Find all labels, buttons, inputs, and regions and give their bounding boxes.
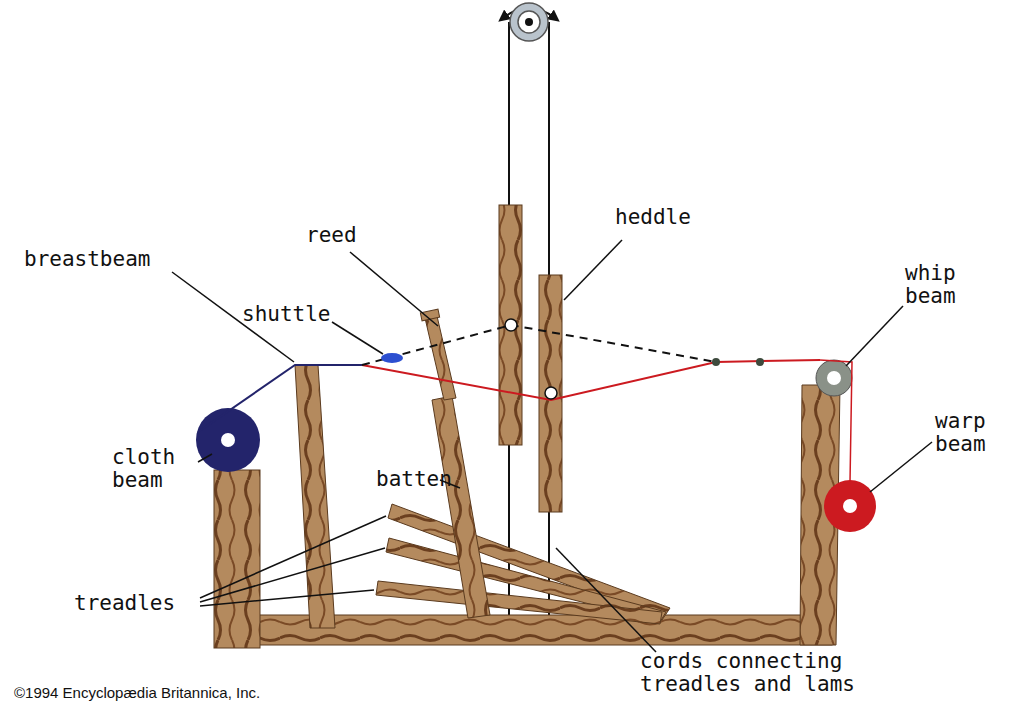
- part-label: whip beam: [905, 262, 975, 308]
- heddles: [499, 205, 562, 512]
- batten: [420, 309, 490, 618]
- copyright-note: ©1994 Encyclopædia Britannica, Inc.: [14, 684, 260, 701]
- part-label: batten: [376, 468, 452, 491]
- warp-threads: [198, 319, 852, 482]
- shuttle: [381, 353, 403, 363]
- treadles: [376, 504, 670, 624]
- leader-lines: [172, 240, 932, 652]
- part-label: warp beam: [935, 410, 1005, 456]
- pulley: [503, 3, 555, 41]
- part-label: treadles: [74, 592, 175, 615]
- part-label: reed: [306, 224, 357, 247]
- part-label: shuttle: [242, 303, 331, 326]
- part-label: heddle: [615, 206, 691, 229]
- part-label: cloth beam: [112, 446, 192, 492]
- beams: [196, 360, 876, 532]
- loom-frame: [214, 365, 840, 648]
- part-label: cords connecting treadles and lams: [640, 650, 880, 696]
- part-label: breastbeam: [24, 248, 150, 271]
